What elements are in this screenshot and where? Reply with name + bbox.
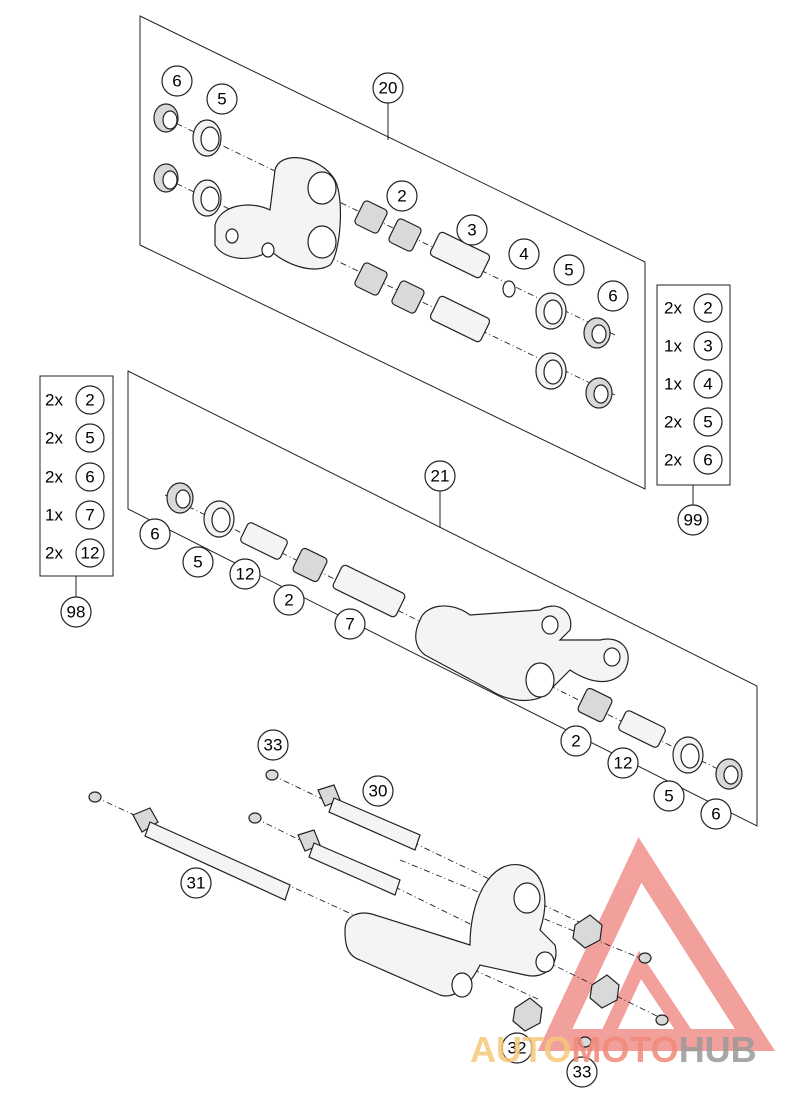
group-21-frame xyxy=(127,370,758,827)
kit-99-row: 2x 2 xyxy=(664,293,723,323)
callout-g21-6a: 6 xyxy=(139,518,171,550)
callout-31: 31 xyxy=(180,867,212,899)
svg-text:7: 7 xyxy=(345,615,354,634)
svg-text:2x: 2x xyxy=(664,451,682,470)
watermark-hub: HUB xyxy=(679,1029,757,1070)
swingarm-linkage xyxy=(344,864,557,997)
svg-text:5: 5 xyxy=(85,429,94,448)
svg-text:1x: 1x xyxy=(664,337,682,356)
svg-text:5: 5 xyxy=(564,261,573,280)
svg-text:12: 12 xyxy=(614,754,633,773)
group-20-parts xyxy=(153,103,613,409)
callout-33b: 33 xyxy=(566,1056,598,1088)
kit-98-row: 1x 7 xyxy=(45,500,105,530)
callout-g21-5b: 5 xyxy=(653,780,685,812)
callout-g21-12b: 12 xyxy=(607,747,639,779)
callout-g20-5b: 5 xyxy=(553,254,585,286)
svg-text:5: 5 xyxy=(664,787,673,806)
kit-99-row: 2x 5 xyxy=(664,407,723,437)
svg-text:1x: 1x xyxy=(664,375,682,394)
kit-99-row: 1x 4 xyxy=(664,369,723,399)
watermark-text: AUTOMOTOHUB xyxy=(470,1029,757,1070)
callout-g20-6b: 6 xyxy=(597,280,629,312)
svg-text:6: 6 xyxy=(85,468,94,487)
kit-99-box: 2x 2 1x 3 1x 4 2x 5 2x 6 99 xyxy=(656,284,731,536)
svg-text:2x: 2x xyxy=(45,391,63,410)
callout-98: 98 xyxy=(60,596,92,628)
svg-text:5: 5 xyxy=(217,90,226,109)
mounting-parts xyxy=(88,769,669,1048)
svg-text:2x: 2x xyxy=(45,468,63,487)
callout-30: 30 xyxy=(362,775,394,807)
kit-99-row: 2x 6 xyxy=(664,445,723,475)
svg-text:98: 98 xyxy=(67,603,86,622)
callout-g21-2a: 2 xyxy=(273,584,305,616)
svg-text:2x: 2x xyxy=(664,299,682,318)
callout-33a: 33 xyxy=(257,729,289,761)
svg-text:2: 2 xyxy=(284,591,293,610)
kit-98-row: 2x 2 xyxy=(45,385,105,415)
callout-g21-2b: 2 xyxy=(560,725,592,757)
callout-g20-4: 4 xyxy=(508,238,540,270)
svg-text:21: 21 xyxy=(431,467,450,486)
group-20-frame xyxy=(139,15,646,490)
pull-rod xyxy=(415,605,629,702)
callout-g21-12a: 12 xyxy=(229,558,261,590)
svg-text:5: 5 xyxy=(193,553,202,572)
callout-g20-5a: 5 xyxy=(206,83,238,115)
svg-text:7: 7 xyxy=(85,506,94,525)
callout-g20-6a: 6 xyxy=(161,65,193,97)
svg-text:2x: 2x xyxy=(45,429,63,448)
watermark-auto: AUTO xyxy=(470,1029,571,1070)
callout-g21-5a: 5 xyxy=(182,546,214,578)
svg-text:12: 12 xyxy=(81,544,100,563)
svg-text:6: 6 xyxy=(608,287,617,306)
svg-text:4: 4 xyxy=(703,375,712,394)
svg-text:3: 3 xyxy=(703,337,712,356)
svg-text:33: 33 xyxy=(573,1063,592,1082)
callout-20: 20 xyxy=(372,72,404,104)
svg-text:6: 6 xyxy=(703,451,712,470)
svg-text:2: 2 xyxy=(397,187,406,206)
kit-98-row: 2x 5 xyxy=(45,423,105,453)
svg-text:4: 4 xyxy=(519,245,528,264)
callout-g21-7: 7 xyxy=(334,608,366,640)
svg-text:6: 6 xyxy=(172,72,181,91)
kit-98-row: 2x 6 xyxy=(45,462,105,492)
callout-g20-3: 3 xyxy=(456,214,488,246)
svg-text:5: 5 xyxy=(703,413,712,432)
group-21-parts xyxy=(166,482,743,790)
kit-99-row: 1x 3 xyxy=(664,331,723,361)
svg-text:3: 3 xyxy=(467,221,476,240)
watermark-moto: MOTO xyxy=(571,1029,678,1070)
svg-text:99: 99 xyxy=(684,511,703,530)
kit-98-row: 2x 12 xyxy=(45,538,105,568)
svg-text:2x: 2x xyxy=(45,544,63,563)
svg-text:33: 33 xyxy=(264,736,283,755)
svg-text:AUTOMOTOHUB: AUTOMOTOHUB xyxy=(470,1029,757,1070)
callout-21: 21 xyxy=(424,460,456,492)
svg-text:30: 30 xyxy=(369,782,388,801)
svg-text:20: 20 xyxy=(379,79,398,98)
kit-98-box: 2x 2 2x 5 2x 6 1x 7 2x 12 98 xyxy=(39,375,114,628)
svg-text:31: 31 xyxy=(187,874,206,893)
svg-text:12: 12 xyxy=(236,565,255,584)
svg-text:6: 6 xyxy=(150,525,159,544)
svg-text:1x: 1x xyxy=(45,506,63,525)
callout-32: 32 xyxy=(501,1032,533,1064)
svg-text:6: 6 xyxy=(711,805,720,824)
svg-text:2: 2 xyxy=(703,299,712,318)
callout-99: 99 xyxy=(677,504,709,536)
watermark-logo xyxy=(537,837,776,1051)
svg-text:2: 2 xyxy=(85,391,94,410)
svg-text:2x: 2x xyxy=(664,413,682,432)
callout-g21-6b: 6 xyxy=(700,798,732,830)
svg-text:32: 32 xyxy=(508,1039,527,1058)
callout-g20-2: 2 xyxy=(386,180,418,212)
svg-text:2: 2 xyxy=(571,732,580,751)
